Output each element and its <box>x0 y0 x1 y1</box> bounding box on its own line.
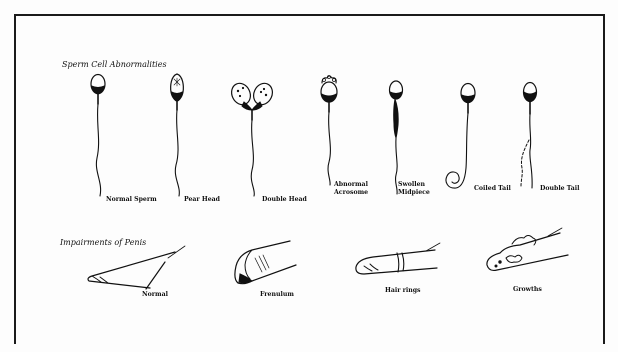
sperm-double-head <box>228 80 276 196</box>
penis-frenulum <box>235 241 296 284</box>
sperm-swollen-midpiece <box>390 81 403 194</box>
label-double-tail: Double Tail <box>540 185 580 192</box>
section-title-sperm: Sperm Cell Abnormalities <box>62 60 167 69</box>
label-abnormal-acrosome-2: Acrosome <box>333 189 368 196</box>
label-abnormal-acrosome-1: Abnormal <box>333 181 369 188</box>
label-frenulum: Frenulum <box>260 291 294 298</box>
label-swollen-midpiece-2: Midpiece <box>398 189 430 196</box>
penis-hair-rings <box>356 243 440 274</box>
label-normal-sperm: Normal Sperm <box>106 196 157 203</box>
sperm-normal <box>91 75 105 197</box>
sperm-pear-head <box>171 74 184 196</box>
label-double-head: Double Head <box>262 196 308 203</box>
label-normal: Normal <box>142 291 169 298</box>
penis-growths <box>487 228 568 270</box>
label-hair-rings: Hair rings <box>385 287 421 294</box>
sperm-coiled-tail <box>446 84 475 189</box>
sperm-abnormal-acrosome <box>321 76 337 186</box>
label-growths: Growths <box>513 286 542 293</box>
sperm-double-tail <box>521 83 537 189</box>
label-coiled-tail: Coiled Tail <box>474 185 512 192</box>
label-swollen-midpiece-1: Swollen <box>398 181 426 188</box>
label-pear-head: Pear Head <box>184 196 221 203</box>
section-title-penis: Impairments of Penis <box>59 238 146 247</box>
penis-normal <box>88 246 185 289</box>
